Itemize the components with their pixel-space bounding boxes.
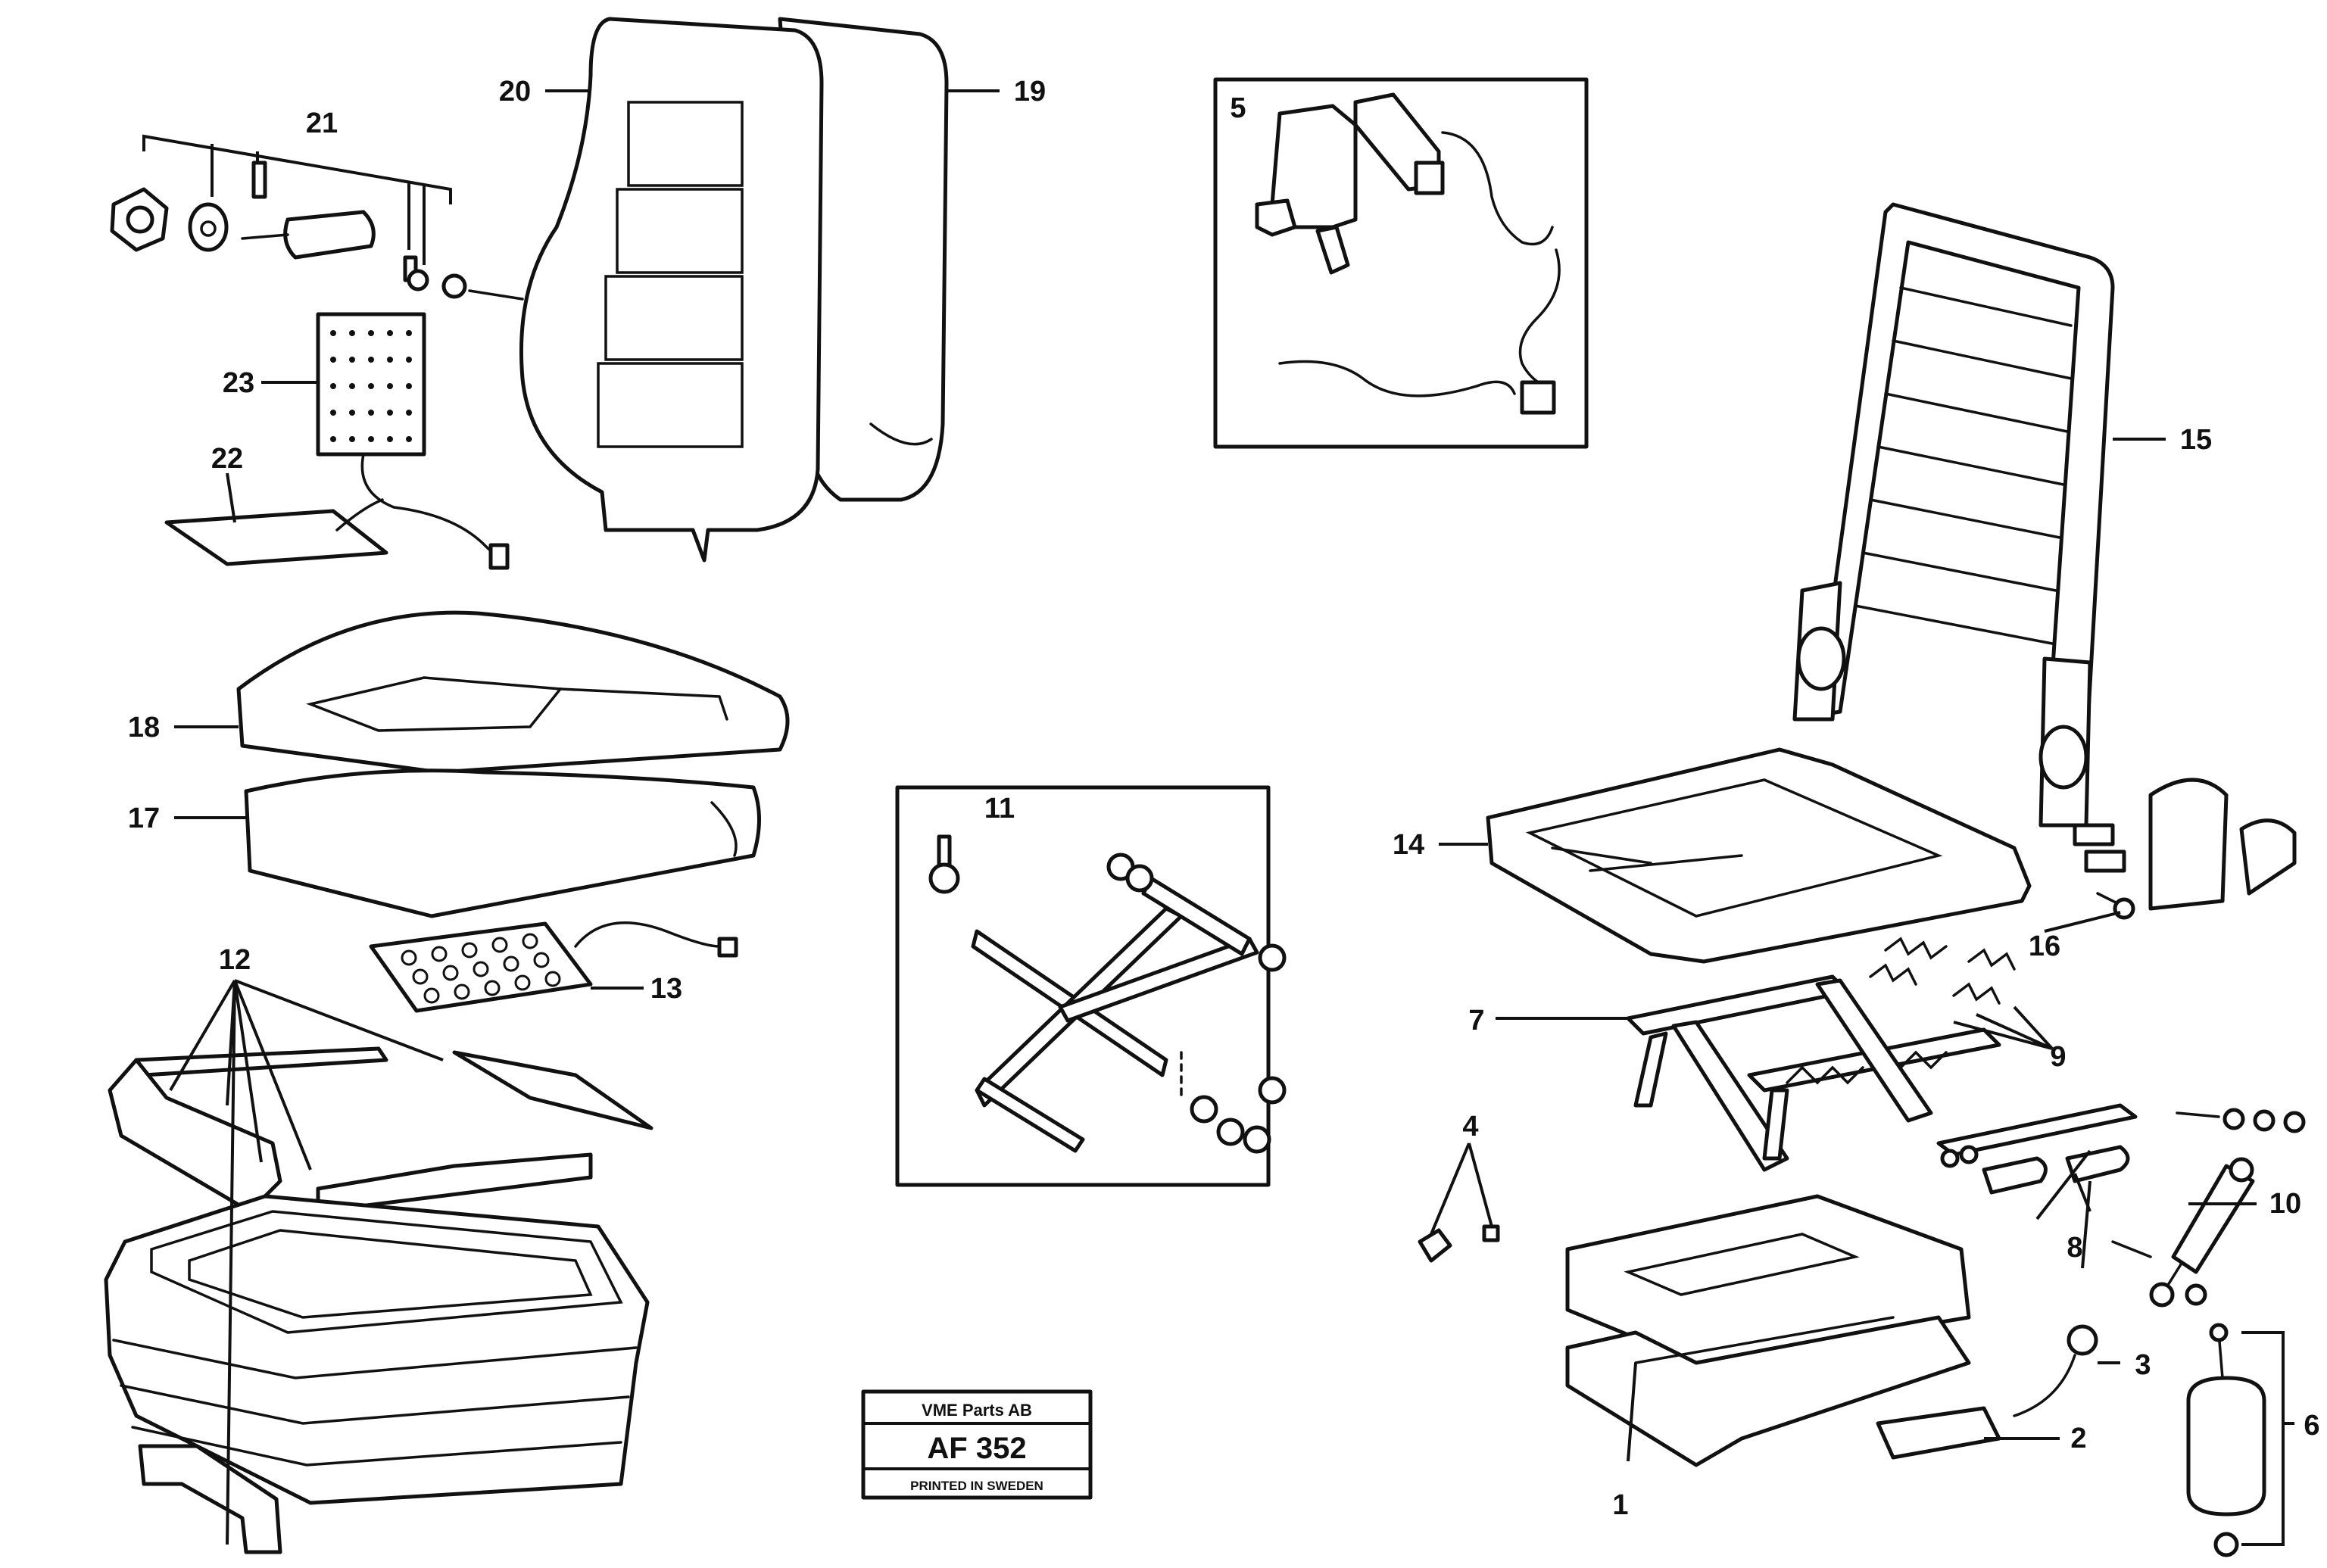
callout-labels: 1 2 3 4 5 6 7 8 9 10 11 12 13 14 15 16 1… <box>128 76 2320 1521</box>
callout-16: 16 <box>2029 931 2060 962</box>
part-9-springs <box>1869 937 2054 1050</box>
part-8-handle <box>1936 1103 2138 1195</box>
callout-5: 5 <box>1230 92 1246 124</box>
callout-21: 21 <box>306 108 338 139</box>
part-6-pump <box>2186 1323 2285 1557</box>
callout-11: 11 <box>984 793 1015 825</box>
callout-3: 3 <box>2135 1349 2151 1381</box>
part-7-upper-mechanism <box>1626 974 2001 1172</box>
callout-20: 20 <box>499 76 531 108</box>
callout-9: 9 <box>2050 1041 2066 1073</box>
callout-22: 22 <box>211 443 243 475</box>
part-1-base <box>1565 1194 1971 1467</box>
part-10-gas-strut <box>2111 1108 2306 1308</box>
callout-23: 23 <box>223 367 254 399</box>
part-13-seat-heater <box>369 921 738 1013</box>
part-22-heating-pad <box>164 498 388 566</box>
detail-box-11 <box>895 785 1287 1187</box>
part-20-backrest-cushion <box>519 17 824 563</box>
callout-1: 1 <box>1612 1489 1628 1521</box>
callout-7: 7 <box>1468 1005 1484 1037</box>
part-15-backrest-frame <box>1792 202 2115 828</box>
callout-8: 8 <box>2067 1232 2082 1264</box>
part-4-clips <box>1418 1142 1500 1263</box>
callout-17: 17 <box>128 803 160 834</box>
stamp-company: VME Parts AB <box>922 1401 1032 1420</box>
part-14-seat-frame <box>1486 747 2032 964</box>
leader-lines <box>174 89 2294 1462</box>
part-17-seat-cushion <box>244 768 761 918</box>
callout-4: 4 <box>1462 1111 1478 1142</box>
callout-10: 10 <box>2269 1188 2301 1220</box>
part-2-bracket <box>1876 1406 2001 1460</box>
callout-6: 6 <box>2304 1410 2319 1442</box>
part-23-heating-pad <box>316 312 510 570</box>
detail-box-5 <box>1213 77 1589 449</box>
part-12-rails-and-bellows <box>104 979 653 1554</box>
callout-18: 18 <box>128 712 160 743</box>
callout-19: 19 <box>1014 76 1046 108</box>
callout-12: 12 <box>219 944 251 976</box>
callout-2: 2 <box>2070 1423 2086 1454</box>
part-16-side-covers <box>2073 778 2297 920</box>
stamp-code: AF 352 <box>927 1432 1026 1465</box>
callout-14: 14 <box>1393 829 1424 861</box>
vme-parts-stamp: VME Parts AB AF 352 PRINTED IN SWEDEN <box>861 1389 1093 1500</box>
callout-13: 13 <box>650 973 682 1005</box>
part-3-cable <box>2013 1324 2098 1417</box>
part-21-switch-assembly <box>110 134 524 301</box>
callout-15: 15 <box>2180 424 2212 456</box>
stamp-printed: PRINTED IN SWEDEN <box>910 1479 1043 1493</box>
part-18-seat-cushion-cover <box>236 610 790 775</box>
